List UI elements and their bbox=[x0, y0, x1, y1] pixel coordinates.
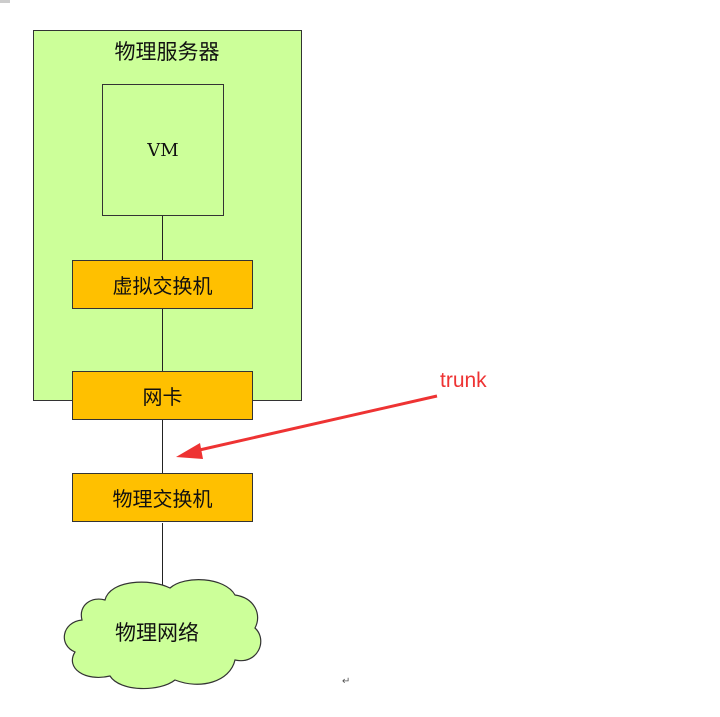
physical-network-label: 物理网络 bbox=[115, 621, 199, 645]
physical-switch-box: 物理交换机 bbox=[72, 473, 253, 522]
physical-server-title: 物理服务器 bbox=[114, 40, 220, 64]
connector-vm-vswitch bbox=[162, 215, 163, 260]
nic-box: 网卡 bbox=[72, 371, 253, 420]
connector-vswitch-nic bbox=[162, 308, 163, 371]
trunk-arrow bbox=[176, 394, 438, 459]
paragraph-mark: ↵ bbox=[342, 676, 351, 687]
virtual-switch-box: 虚拟交换机 bbox=[72, 260, 253, 309]
vm-box: VM bbox=[102, 84, 224, 216]
connector-nic-switch bbox=[162, 420, 163, 473]
trunk-label: trunk bbox=[440, 369, 487, 392]
cloud-shape bbox=[63, 579, 262, 690]
corner-mark bbox=[0, 0, 10, 3]
connector-switch-network bbox=[162, 523, 163, 585]
